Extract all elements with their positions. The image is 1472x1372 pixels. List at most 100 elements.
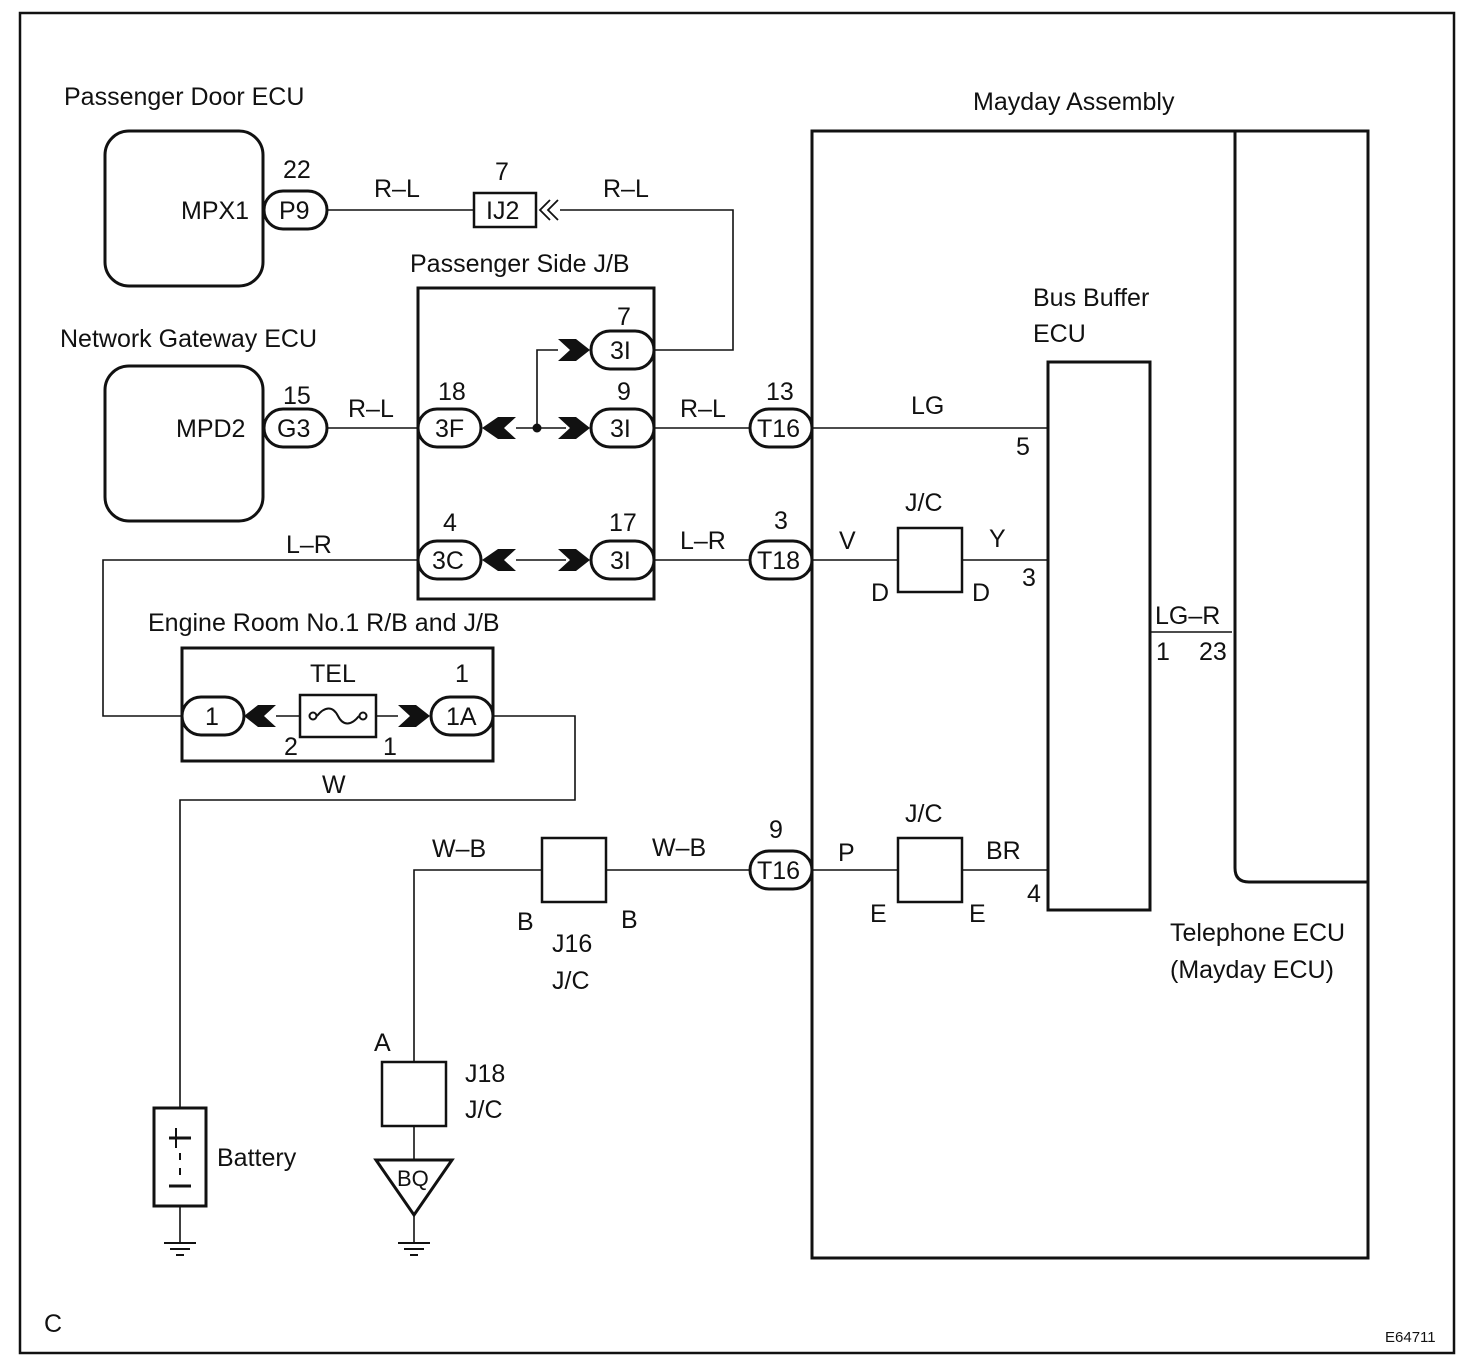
connector-p9-pin: 22 (283, 156, 311, 184)
pin-bus-buffer-4: 4 (1027, 880, 1041, 908)
bq-ground-icon (373, 1158, 455, 1256)
connector-g3-pin: 15 (283, 382, 311, 410)
mayday-assembly-label: Mayday Assembly (973, 88, 1175, 116)
pin-j16-left: B (517, 908, 534, 936)
pin-fuse-right: 1 (383, 733, 397, 761)
telephone-ecu-box (1233, 131, 1368, 884)
ground-bq-label: BQ (397, 1166, 429, 1191)
pin-telephone-23: 23 (1199, 638, 1227, 666)
engine-room-rb-label: Engine Room No.1 R/B and J/B (148, 609, 500, 637)
connector-3i-mid (589, 407, 656, 449)
connector-p9-code: P9 (279, 197, 310, 225)
wire-color-3: R–L (348, 395, 394, 423)
connector-3f (416, 407, 483, 449)
connector-ij2-pin: 7 (495, 158, 509, 186)
connector-3f-pin: 18 (438, 378, 466, 406)
connector-3i-bot-pin: 17 (609, 509, 637, 537)
wire-color-12: W–B (432, 835, 486, 863)
connector-t18-code: T18 (757, 547, 800, 575)
pin-jc-lower-left: E (870, 900, 887, 928)
bus-buffer-ecu-label-1: Bus Buffer (1033, 284, 1149, 312)
connector-3c-code: 3C (432, 547, 464, 575)
connector-t16-bot-code: T16 (757, 857, 800, 885)
wire-color-14: P (838, 839, 855, 867)
j18-label-2: J/C (465, 1096, 503, 1124)
fuse-tel-symbol (298, 693, 378, 739)
fuse-tel-label: TEL (310, 660, 356, 688)
connector-3i-top (589, 329, 656, 371)
pin-j18-top: A (374, 1029, 391, 1057)
pin-bus-buffer-5: 5 (1016, 433, 1030, 461)
terminal-mpx1: MPX1 (181, 197, 249, 225)
connector-t18 (748, 539, 814, 581)
terminal-mpd2: MPD2 (176, 415, 245, 443)
connector-t16-bot (748, 849, 814, 891)
pin-bus-buffer-1: 1 (1156, 638, 1170, 666)
connector-t16-bot-pin: 9 (769, 816, 783, 844)
connector-3f-code: 3F (435, 415, 464, 443)
connector-rb-1a (429, 695, 495, 737)
connector-g3-code: G3 (277, 415, 310, 443)
passenger-side-jb-box (416, 286, 656, 601)
corner-letter: C (44, 1310, 62, 1338)
wire-color-5: LG (911, 392, 944, 420)
connector-3i-mid-code: 3I (610, 415, 631, 443)
connector-g3 (262, 407, 329, 449)
jc-upper-box (896, 526, 964, 594)
wire-color-6: L–R (286, 531, 332, 559)
connector-3i-top-pin: 7 (617, 303, 631, 331)
jc-lower-label: J/C (905, 800, 943, 828)
wire-color-2: R–L (603, 175, 649, 203)
pin-j16-right: B (621, 906, 638, 934)
diagram-frame (18, 11, 1456, 1355)
jc-lower-box (896, 836, 964, 904)
battery-ground-icon (164, 1242, 196, 1256)
wire-color-10: LG–R (1155, 602, 1220, 630)
network-gateway-ecu-box (103, 364, 265, 523)
telephone-ecu-label-1: Telephone ECU (1170, 919, 1345, 947)
pin-jc-upper-right: D (972, 579, 990, 607)
connector-ij2 (472, 191, 538, 229)
wires (102, 209, 1232, 1243)
ij2-chevron-icon (538, 199, 559, 221)
connector-3i-top-code: 3I (610, 337, 631, 365)
pin-fuse-left: 2 (284, 733, 298, 761)
bus-buffer-ecu-box (1046, 360, 1152, 912)
wire-color-8: V (839, 527, 856, 555)
j16-label-1: J16 (552, 930, 592, 958)
mayday-assembly-box (810, 129, 1370, 1260)
connector-p9 (262, 189, 329, 231)
wire-color-13: W–B (652, 834, 706, 862)
passenger-side-jb-label: Passenger Side J/B (410, 250, 630, 278)
connector-rb-1a-code: 1A (446, 703, 477, 731)
connector-ij2-code: IJ2 (486, 197, 519, 225)
wire-color-7: L–R (680, 527, 726, 555)
j16-box (540, 836, 608, 904)
figure-code: E64711 (1385, 1329, 1436, 1346)
j16-label-2: J/C (552, 967, 590, 995)
bus-buffer-ecu-label-2: ECU (1033, 320, 1086, 348)
pin-bus-buffer-3: 3 (1022, 564, 1036, 592)
junction-dot (532, 423, 542, 433)
pin-jc-lower-right: E (969, 900, 986, 928)
connector-rb-1a-pin: 1 (455, 660, 469, 688)
pin-jc-upper-left: D (871, 579, 889, 607)
j18-label-1: J18 (465, 1060, 505, 1088)
battery-label: Battery (217, 1144, 297, 1172)
j18-box (380, 1060, 448, 1128)
connector-t16-top-pin: 13 (766, 378, 794, 406)
battery-symbol (152, 1106, 208, 1208)
connector-t16-top (748, 407, 814, 449)
connector-3i-bot (589, 539, 656, 581)
wire-color-9: Y (989, 525, 1006, 553)
connector-rb-1-code: 1 (205, 703, 219, 731)
connector-3c-pin: 4 (443, 509, 457, 537)
passenger-door-ecu-label: Passenger Door ECU (64, 83, 304, 111)
connector-t18-pin: 3 (774, 507, 788, 535)
wire-color-4: R–L (680, 395, 726, 423)
engine-room-rb-box (180, 646, 495, 763)
jc-upper-label: J/C (905, 489, 943, 517)
network-gateway-ecu-label: Network Gateway ECU (60, 325, 317, 353)
connector-3i-bot-code: 3I (610, 547, 631, 575)
